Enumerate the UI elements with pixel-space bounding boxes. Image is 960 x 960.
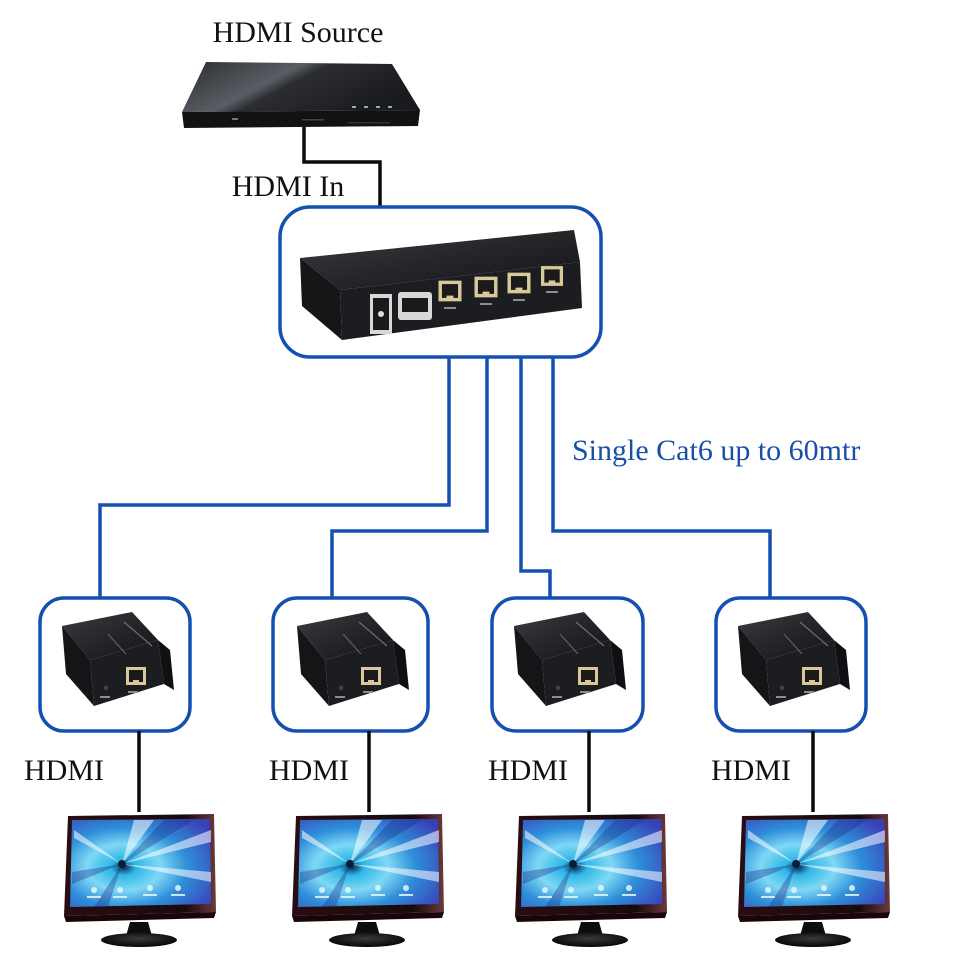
transmitter-frame <box>278 205 603 359</box>
receiver-frame <box>714 596 868 733</box>
monitor-icon-4 <box>738 814 890 947</box>
receiver-device-icon <box>62 612 174 706</box>
hdmi-output-label-4: HDMI <box>711 754 791 787</box>
hdmi-output-label-3: HDMI <box>488 754 568 787</box>
cable-length-note: Single Cat6 up to 60mtr <box>572 434 860 467</box>
splitter-transmitter-icon <box>300 230 582 340</box>
receiver-device-icon <box>514 612 626 706</box>
hdmi-in-label: HDMI In <box>232 170 345 203</box>
hdmi-output-label-1: HDMI <box>24 754 104 787</box>
monitor-icon-3 <box>515 814 667 947</box>
receiver-1 <box>38 596 192 733</box>
receiver-4 <box>714 596 868 733</box>
cat6-cable-3 <box>519 357 552 598</box>
receiver-2 <box>271 596 430 733</box>
cat6-cable-2 <box>330 357 489 598</box>
cat6-cable-1 <box>98 357 451 598</box>
receiver-3 <box>490 596 645 733</box>
hdmi-output-label-2: HDMI <box>269 754 349 787</box>
monitor-icon-2 <box>292 814 444 947</box>
cat6-cable-4 <box>551 357 772 598</box>
hdmi-input-cable <box>302 127 382 206</box>
monitor-icon-1 <box>64 814 216 947</box>
receiver-frame <box>38 596 192 733</box>
receiver-frame <box>490 596 645 733</box>
receiver-device-icon <box>297 612 409 706</box>
hdmi-source-label: HDMI Source <box>213 16 384 49</box>
receiver-frame <box>271 596 430 733</box>
media-player-icon <box>182 62 420 128</box>
receiver-device-icon <box>738 612 850 706</box>
